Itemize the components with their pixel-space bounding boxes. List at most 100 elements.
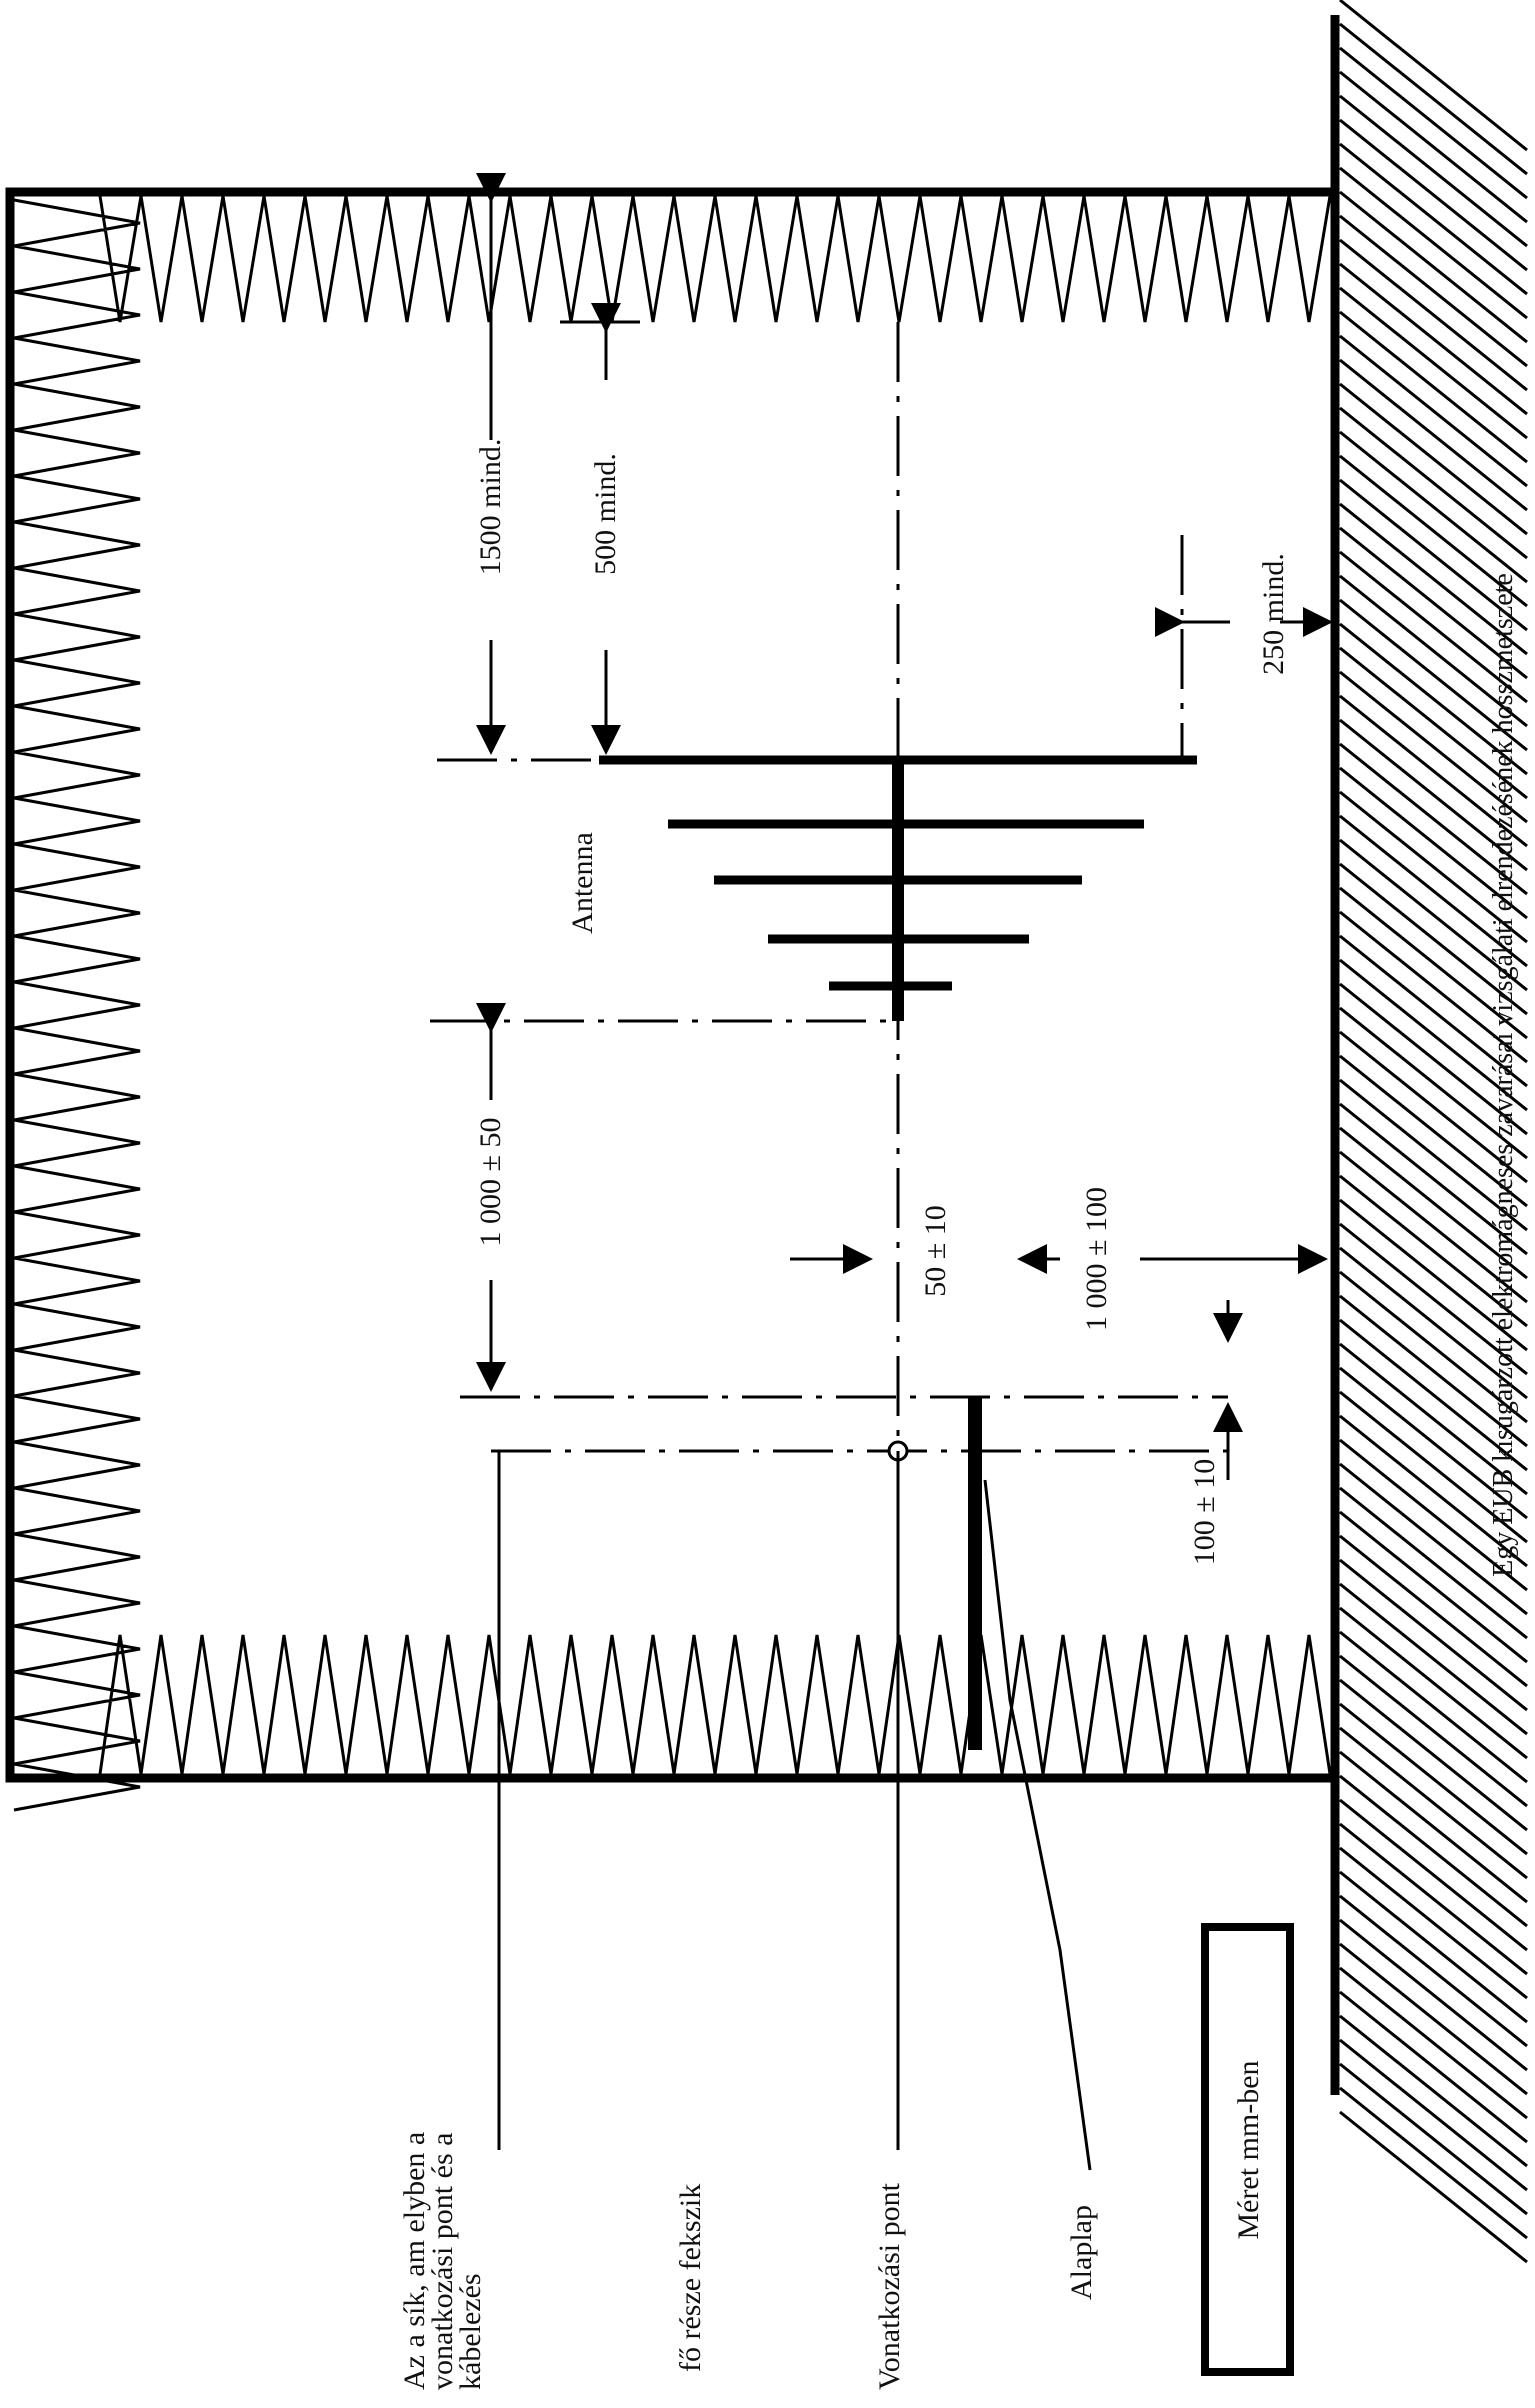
plane-label-line1: Az a sík, am elyben a (398, 2132, 431, 2390)
plane-label-line3: kábelezés (454, 2273, 487, 2390)
hatch-line (1339, 46, 1528, 200)
hatch-line (1339, 358, 1528, 512)
hatch-line (1339, 1966, 1528, 2120)
ground-plane-label: Alaplap (1065, 2205, 1098, 2300)
hatch-line (1339, 1030, 1528, 1184)
hatch-line (1339, 862, 1528, 1016)
hatch-line (1339, 1774, 1528, 1928)
hatch-line (1339, 1270, 1528, 1424)
reference-point-label: Vonatkozási pont (873, 2182, 906, 2390)
hatch-line (1339, 454, 1528, 608)
hatch-line (1339, 1246, 1528, 1400)
hatch-line (1339, 1510, 1528, 1664)
hatch-line (1339, 1198, 1528, 1352)
hatch-line (1339, 1294, 1528, 1448)
hatch-line (1339, 1462, 1528, 1616)
plane-label-line2: vonatkozási pont és a (426, 2133, 459, 2390)
reference-lines (430, 535, 1236, 1453)
hatch-line (1339, 406, 1528, 560)
hatch-line (1339, 2086, 1528, 2240)
hatch-line (1339, 334, 1528, 488)
hatch-line (1339, 838, 1528, 992)
hatch-line (1339, 1342, 1528, 1496)
hatch-line (1339, 1918, 1528, 2072)
hatch-line (1339, 790, 1528, 944)
hatch-line (1339, 1558, 1528, 1712)
units-note: Méret mm-ben (1232, 2060, 1265, 2239)
hatch-line (1339, 1582, 1528, 1736)
absorber-cone-path (13, 195, 1332, 1812)
hatch-line (1339, 814, 1528, 968)
hatch-line (1339, 1654, 1528, 1808)
hatch-line (1339, 310, 1528, 464)
antenna (599, 755, 1197, 1021)
dim-1000-50: 1 000 ± 50 (474, 1118, 507, 1247)
hatch-line (1339, 1798, 1528, 1952)
hatch-line (1339, 430, 1528, 584)
hatch-line (1339, 190, 1528, 344)
hatch-line (1339, 1414, 1528, 1568)
hatch-line (1339, 22, 1528, 176)
hatch-line (1339, 1174, 1528, 1328)
hatch-line (1339, 0, 1528, 152)
dim-1000-100: 1 000 ± 100 (1080, 1187, 1113, 1331)
antenna-label: Antenna (566, 832, 599, 934)
hatch-line (1339, 1942, 1528, 2096)
hatch-line (1339, 886, 1528, 1040)
absorber-cones (13, 195, 1332, 1812)
hatch-line (1339, 2062, 1528, 2216)
hatch-line (1339, 1366, 1528, 1520)
hatch-line (1339, 526, 1528, 680)
hatch-line (1339, 742, 1528, 896)
hatch-line (1339, 550, 1528, 704)
hatch-line (1339, 1606, 1528, 1760)
dim-50-10: 50 ± 10 (919, 1205, 952, 1296)
hatch-line (1339, 1150, 1528, 1304)
hatch-line (1339, 1870, 1528, 2024)
hatch-line (1339, 1438, 1528, 1592)
units-note-box (1201, 1923, 1294, 2376)
hatch-line (1339, 1702, 1528, 1856)
hatch-line (1339, 598, 1528, 752)
chamber-wall (5, 187, 1340, 1783)
plane-label-line4: fő része fekszik (674, 2184, 707, 2372)
hatch-line (1339, 646, 1528, 800)
hatch-line (1339, 934, 1528, 1088)
hatch-line (1339, 718, 1528, 872)
hatch-line (1339, 670, 1528, 824)
dim-100-10: 100 ± 10 (1188, 1459, 1221, 1565)
floor-hatching (1339, 0, 1528, 2264)
hatch-line (1339, 1990, 1528, 2144)
hatch-line (1339, 2110, 1528, 2264)
hatch-line (1339, 694, 1528, 848)
dim-250: 250 mind. (1257, 553, 1290, 675)
hatch-line (1339, 382, 1528, 536)
hatch-line (1339, 766, 1528, 920)
hatch-line (1339, 502, 1528, 656)
hatch-line (1339, 2014, 1528, 2168)
hatch-line (1339, 1486, 1528, 1640)
hatch-line (1339, 1750, 1528, 1904)
hatch-line (1339, 574, 1528, 728)
hatch-line (1339, 1078, 1528, 1232)
hatch-line (1339, 982, 1528, 1136)
hatch-line (1339, 1630, 1528, 1784)
dimension-lines (476, 173, 1333, 1480)
hatch-line (1339, 70, 1528, 224)
hatch-line (1339, 1534, 1528, 1688)
hatch-line (1339, 478, 1528, 632)
dim-1500: 1500 mind. (474, 439, 507, 576)
hatch-line (1339, 166, 1528, 320)
hatch-line (1339, 1678, 1528, 1832)
hatch-line (1339, 1054, 1528, 1208)
hatch-line (1339, 214, 1528, 368)
hatch-line (1339, 1390, 1528, 1544)
hatch-line (1339, 1846, 1528, 2000)
hatch-line (1339, 910, 1528, 1064)
hatch-line (1339, 118, 1528, 272)
hatch-line (1339, 1222, 1528, 1376)
hatch-line (1339, 1126, 1528, 1280)
figure-caption: Egy EUB kisugárzott elektromágneses zava… (1488, 573, 1519, 1577)
